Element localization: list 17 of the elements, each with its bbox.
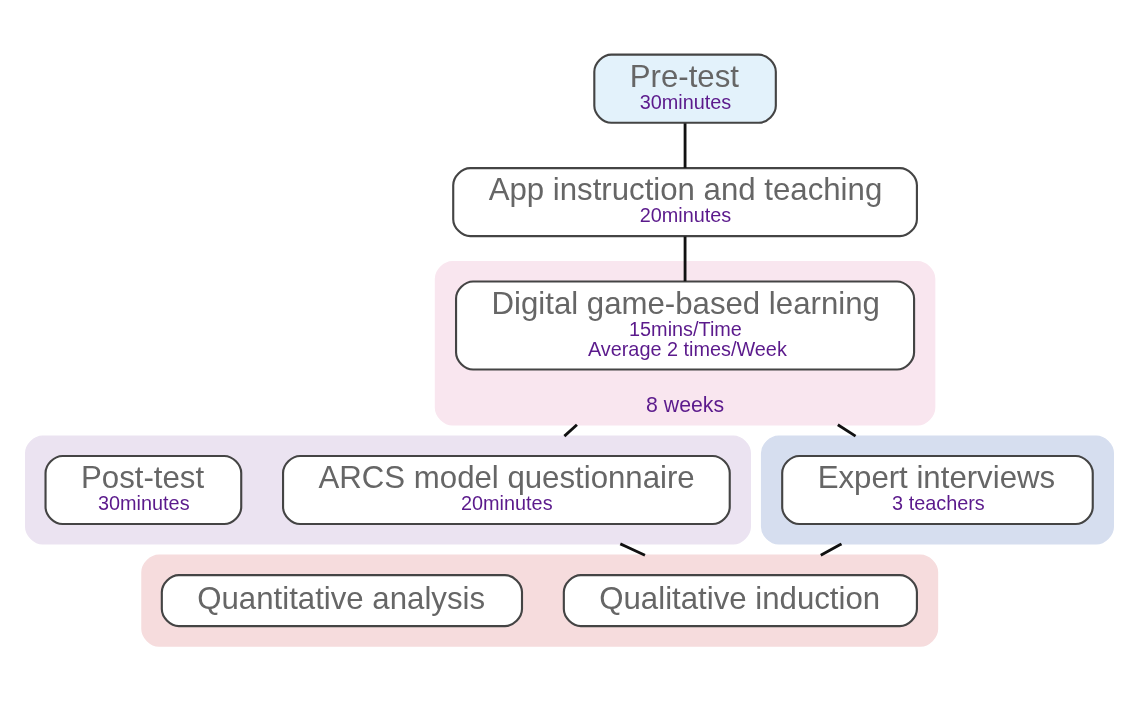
node-box: Digital game-based learning 15mins/Time Average 2 times/Week [455, 280, 916, 371]
connector [820, 542, 843, 556]
cluster [760, 434, 1114, 545]
connector [619, 542, 646, 557]
node-box: Quantitative analysis [160, 573, 524, 627]
node-box: Expert interviews 3 teachers [781, 454, 1094, 525]
connector [837, 423, 857, 437]
connector [683, 236, 687, 281]
node-box: Pre-test 30minutes [593, 53, 777, 124]
connector [563, 423, 578, 437]
connector [683, 122, 687, 168]
cluster [25, 434, 751, 545]
node-box: App instruction and teaching 20minutes [452, 166, 918, 237]
node-box: Qualitative induction [562, 573, 918, 627]
cluster [141, 554, 939, 647]
node-box: Post-test 30minutes [44, 454, 243, 525]
node-box: ARCS model questionnaire 20minutes [282, 454, 731, 525]
